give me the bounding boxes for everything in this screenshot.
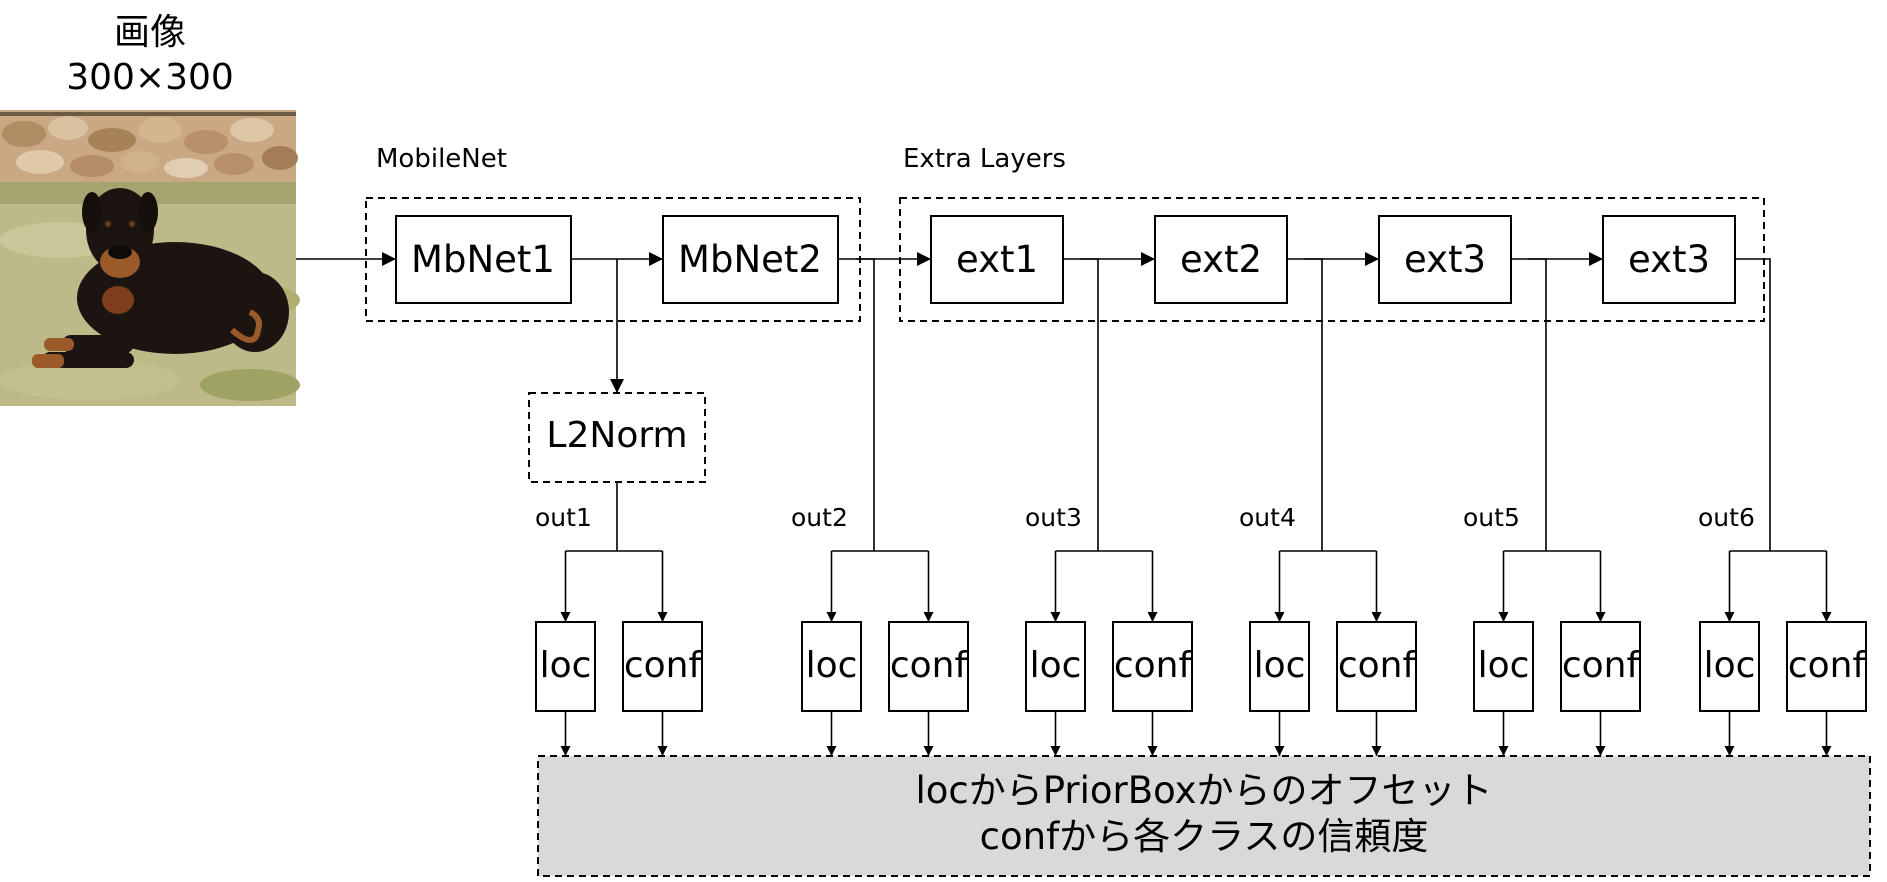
out5-conf-box — [1560, 621, 1641, 712]
layer-label-ext3-first: ext3 — [1404, 238, 1486, 281]
out6-loc-label: loc — [1704, 645, 1756, 686]
out1-label: out1 — [535, 503, 592, 532]
out2-label: out2 — [791, 503, 848, 532]
out4-label: out4 — [1239, 503, 1296, 532]
out3-conf-label: conf — [1114, 645, 1193, 686]
input-photo — [0, 110, 300, 406]
out1-conf-label: conf — [624, 645, 703, 686]
out3-loc-box — [1025, 621, 1086, 712]
out2-trunk — [856, 258, 875, 551]
out4-loc-label: loc — [1254, 645, 1306, 686]
input-size: 300×300 — [66, 57, 234, 98]
out6-conf-box — [1786, 621, 1867, 712]
out1-conf-box — [622, 621, 703, 712]
layer-box-ext3-first: ext3 — [1378, 215, 1512, 304]
out6-loc-box — [1699, 621, 1760, 712]
group-label-extra-layers: Extra Layers — [903, 144, 1066, 174]
layer-box-ext1: ext1 — [930, 215, 1064, 304]
input-title: 画像 — [114, 12, 186, 53]
out4-conf-box — [1336, 621, 1417, 712]
layer-box-mbnet1: MbNet1 — [395, 215, 572, 304]
out6-conf-label: conf — [1788, 645, 1867, 686]
out4-trunk — [1304, 258, 1323, 551]
output-box-line1: locからPriorBoxからのオフセット — [915, 769, 1492, 812]
layer-label-ext3-second: ext3 — [1628, 238, 1710, 281]
layer-label-mbnet2: MbNet2 — [678, 238, 822, 281]
output-box-line2: confから各クラスの信頼度 — [980, 815, 1429, 858]
out3-label: out3 — [1025, 503, 1082, 532]
out4-conf-label: conf — [1338, 645, 1417, 686]
out3-conf-box — [1112, 621, 1193, 712]
out2-conf-box — [888, 621, 969, 712]
layer-label-l2norm: L2Norm — [546, 415, 687, 456]
layer-box-l2norm: L2Norm — [528, 392, 706, 483]
layer-box-ext2: ext2 — [1154, 215, 1288, 304]
layer-label-ext2: ext2 — [1180, 238, 1262, 281]
out5-conf-label: conf — [1562, 645, 1641, 686]
out1-loc-label: loc — [540, 645, 592, 686]
layer-label-ext1: ext1 — [956, 238, 1038, 281]
layer-label-mbnet1: MbNet1 — [411, 238, 555, 281]
out5-label: out5 — [1463, 503, 1520, 532]
layer-box-ext3-second: ext3 — [1602, 215, 1736, 304]
out6-label: out6 — [1698, 503, 1755, 532]
layer-box-mbnet2: MbNet2 — [662, 215, 839, 304]
out4-loc-box — [1249, 621, 1310, 712]
out5-trunk — [1528, 258, 1547, 551]
group-label-mobilenet: MobileNet — [376, 144, 507, 174]
out5-loc-label: loc — [1478, 645, 1530, 686]
out1-loc-box — [535, 621, 596, 712]
out2-conf-label: conf — [890, 645, 969, 686]
out6-trunk — [1735, 258, 1771, 551]
out3-trunk — [1080, 258, 1099, 551]
out2-loc-label: loc — [806, 645, 858, 686]
detection-output-box — [537, 755, 1871, 877]
out5-loc-box — [1473, 621, 1534, 712]
out3-loc-label: loc — [1030, 645, 1082, 686]
